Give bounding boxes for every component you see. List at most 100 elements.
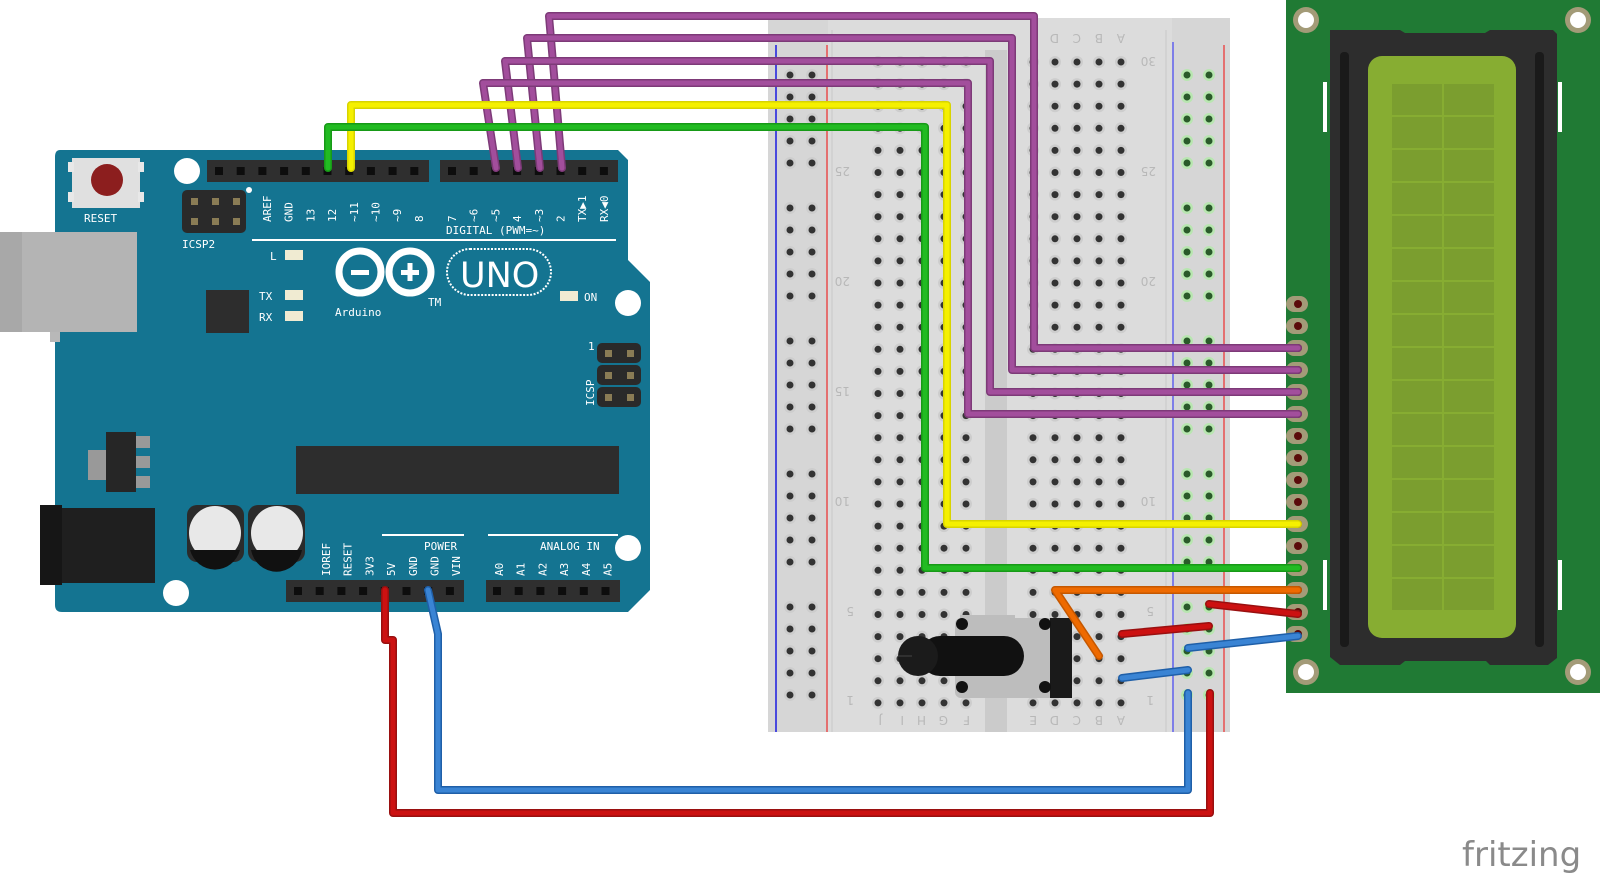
column-label: B — [1095, 713, 1103, 727]
pin-label: RX◀0 — [598, 196, 611, 223]
power-rail-left — [768, 18, 828, 732]
header-pin — [410, 167, 419, 175]
pin-label: ~3 — [533, 209, 546, 222]
lcd-char-cell — [1444, 480, 1494, 511]
lcd-char-cell — [1392, 414, 1442, 445]
pin-label: ~11 — [348, 202, 361, 222]
pot-knob[interactable] — [898, 636, 938, 676]
lcd-char-cell — [1392, 117, 1442, 148]
pot-shaft[interactable] — [920, 636, 1024, 676]
lcd-char-cell — [1444, 579, 1494, 610]
header-pin — [558, 587, 567, 595]
lcd-char-cell — [1392, 315, 1442, 346]
pin-label: ~10 — [370, 202, 383, 222]
row-label-25-right: 25 — [1141, 164, 1156, 178]
header-pin — [315, 587, 324, 595]
pin-label: A5 — [602, 563, 615, 576]
header-pin — [388, 167, 397, 175]
header-pin — [536, 587, 545, 595]
lcd-char-cell — [1392, 282, 1442, 313]
lcd-char-cell — [1392, 513, 1442, 544]
lcd-char-cell — [1444, 282, 1494, 313]
atmega-chip — [296, 446, 619, 494]
led-label-tx: TX — [259, 290, 273, 303]
analog-header — [486, 580, 620, 602]
header-pin — [579, 587, 588, 595]
column-label-top: C — [1073, 31, 1081, 45]
lcd-char-cell — [1444, 381, 1494, 412]
column-label-top: D — [1050, 31, 1059, 45]
pin-label: IOREF — [320, 543, 333, 576]
mount-hole — [163, 580, 189, 606]
header-pin — [445, 587, 454, 595]
mount-hole — [615, 290, 641, 316]
icsp-pin — [627, 372, 634, 379]
pin-label: 12 — [326, 209, 339, 222]
pin-label: 4 — [511, 215, 524, 222]
row-label-5: 5 — [846, 604, 854, 618]
minus-icon — [351, 270, 369, 275]
power-rail-right — [1172, 18, 1230, 732]
lcd-char-cell — [1392, 249, 1442, 280]
lcd-char-cell — [1444, 513, 1494, 544]
row-label-30: 30 — [1141, 54, 1156, 68]
lcd-char-cell — [1444, 117, 1494, 148]
lcd-char-cell — [1444, 447, 1494, 478]
icsp-pin — [233, 218, 240, 225]
column-label: I — [900, 713, 904, 727]
pin-label: 3V3 — [363, 556, 376, 576]
mount-hole — [174, 158, 200, 184]
led-on — [560, 291, 578, 301]
pin-label: ~5 — [489, 209, 502, 222]
power-header — [286, 580, 464, 602]
header-pin — [493, 587, 501, 595]
fritzing-watermark: fritzing — [1462, 835, 1581, 875]
lcd-char-cell — [1444, 414, 1494, 445]
header-pin — [337, 587, 346, 595]
header-pin — [578, 167, 587, 175]
row-label-1: 1 — [846, 693, 854, 707]
icsp-pin — [605, 372, 612, 379]
led-tx — [285, 290, 303, 300]
lcd-character-cells — [1392, 84, 1494, 610]
header-pin — [469, 167, 478, 175]
digital-header-left — [207, 160, 429, 182]
icsp2-header — [182, 190, 246, 233]
reset-button[interactable] — [68, 158, 144, 208]
row-label-25: 25 — [835, 164, 850, 178]
header-pin — [215, 167, 223, 175]
column-label: D — [1050, 713, 1059, 727]
icsp-pin — [605, 350, 612, 357]
svg-text:TM: TM — [428, 296, 442, 309]
digital-header-label: DIGITAL (PWM=~) — [446, 224, 545, 237]
header-pin — [359, 587, 368, 595]
header-pin — [599, 167, 608, 175]
icsp-pin — [233, 198, 240, 205]
icsp-pin — [191, 198, 198, 205]
led-l — [285, 250, 303, 260]
voltage-regulator — [106, 432, 136, 492]
lcd-char-cell — [1392, 84, 1442, 115]
header-pin — [601, 587, 610, 595]
column-label: J — [878, 713, 883, 727]
column-label: C — [1073, 713, 1081, 727]
pin-label: GND — [407, 556, 420, 576]
lcd-char-cell — [1392, 546, 1442, 577]
icsp2-label: ICSP2 — [182, 238, 215, 251]
pin-label: A1 — [515, 563, 528, 576]
model-label: UNO — [460, 256, 539, 296]
lcd-char-cell — [1444, 216, 1494, 247]
potentiometer[interactable] — [898, 615, 1072, 698]
header-pin — [280, 167, 289, 175]
led-rx — [285, 311, 303, 321]
header-pin — [366, 167, 375, 175]
mount-hole — [615, 535, 641, 561]
header-pin — [301, 167, 310, 175]
column-label-top: A — [1116, 31, 1125, 45]
lcd-char-cell — [1392, 480, 1442, 511]
lcd-char-cell — [1444, 546, 1494, 577]
icsp-pin — [627, 350, 634, 357]
column-label-top: B — [1095, 31, 1103, 45]
column-label: G — [939, 713, 948, 727]
